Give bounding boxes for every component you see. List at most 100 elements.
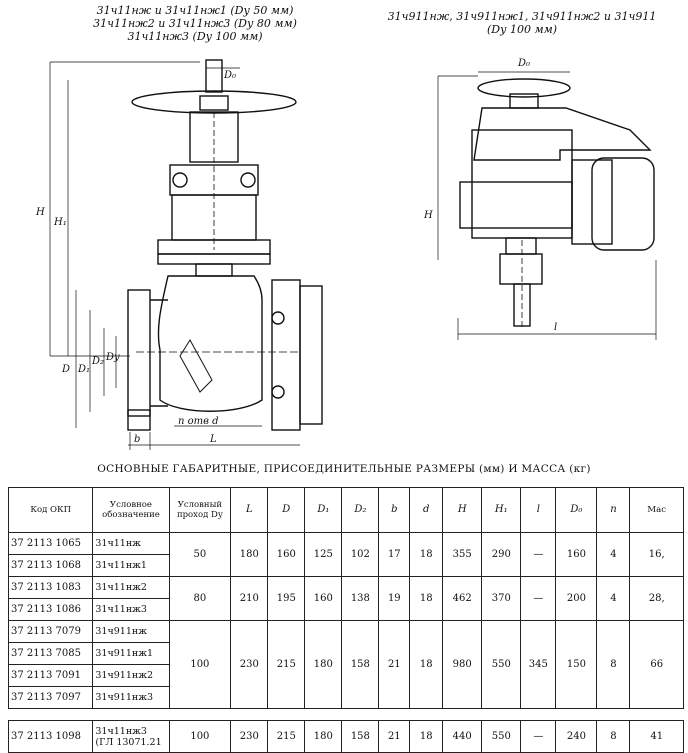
cell-D0: 150 xyxy=(555,620,598,709)
dim-label-D0: D₀ xyxy=(517,58,530,69)
header-D0: D₀ xyxy=(555,487,598,533)
table-row: 37 2113 7085 31ч911нж1 xyxy=(7,642,684,665)
cell-code: 37 2113 7091 xyxy=(7,664,94,687)
header-d: d xyxy=(409,487,444,533)
cell-H1: 550 xyxy=(481,720,522,753)
cell-mass: 41 xyxy=(629,720,684,753)
caption-line: (Dу 100 мм) xyxy=(486,23,557,36)
cell-code: 37 2113 1068 xyxy=(7,554,94,577)
header-D1: D₁ xyxy=(304,487,343,533)
table-row: 37 2113 1065 31ч11нж 50 180 160 125 102 … xyxy=(7,532,684,577)
cell-mass: 28, xyxy=(629,576,684,621)
designation-line: 31ч11нж3 xyxy=(95,725,147,737)
cell-D: 215 xyxy=(267,720,306,753)
cell-L: 230 xyxy=(230,720,269,753)
header-D2: D₂ xyxy=(341,487,380,533)
cell-designation: 31ч11нж xyxy=(92,532,170,555)
cell-b: 19 xyxy=(378,576,411,621)
caption-line: 31ч11нж3 (Dу 100 мм) xyxy=(127,30,263,43)
cell-D0: 160 xyxy=(555,532,598,577)
header-n: n xyxy=(596,487,631,533)
header-bore: Условный проход Dу xyxy=(168,487,232,533)
dim-label-D: D xyxy=(61,364,70,375)
dim-label-D0: D₀ xyxy=(223,70,236,81)
cell-L: 210 xyxy=(230,576,269,621)
cell-b: 21 xyxy=(378,720,411,753)
cell-d: 18 xyxy=(409,576,444,621)
cell-mass: 16, xyxy=(629,532,684,577)
dim-label-H: H xyxy=(35,207,45,218)
caption-line: 31ч11нж и 31ч11нж1 (Dу 50 мм) xyxy=(96,4,294,17)
table-row: 37 2113 1098 31ч11нж3 (ГЛ 13071.21 100 2… xyxy=(7,720,684,753)
cell-H: 440 xyxy=(442,720,483,753)
cell-designation: 31ч911нж2 xyxy=(92,664,170,687)
cell-bore: 100 xyxy=(168,620,232,709)
table-spacer-row xyxy=(8,708,684,721)
cell-D2: 158 xyxy=(341,620,380,709)
dim-label-D2: D₂ xyxy=(91,356,104,367)
cell-bore: 100 xyxy=(168,720,232,753)
left-drawing-caption: 31ч11нж и 31ч11нж1 (Dу 50 мм) 31ч11нж2 и… xyxy=(40,4,350,43)
cell-designation: 31ч11нж2 xyxy=(92,576,170,599)
cell-d: 18 xyxy=(409,720,444,753)
cell-D1: 125 xyxy=(304,532,343,577)
cell-d: 18 xyxy=(409,532,444,577)
cell-mass: 66 xyxy=(629,620,684,709)
cell-D2: 138 xyxy=(341,576,380,621)
cell-code: 37 2113 1086 xyxy=(7,598,94,621)
cell-D2: 158 xyxy=(341,720,380,753)
cell-code: 37 2113 7085 xyxy=(7,642,94,665)
cell-D0: 240 xyxy=(555,720,598,753)
header-D: D xyxy=(267,487,306,533)
cell-d: 18 xyxy=(409,620,444,709)
cell-l: — xyxy=(520,576,557,621)
cell-designation: 31ч911нж3 xyxy=(92,686,170,709)
gate-valve-drawing: D₀ H H₁ D D₁ D₂ Dу b L n отв d xyxy=(35,59,323,450)
cell-designation: 31ч11нж1 xyxy=(92,554,170,577)
cell-D0: 200 xyxy=(555,576,598,621)
header-L: L xyxy=(230,487,269,533)
cell-designation: 31ч11нж3 (ГЛ 13071.21 xyxy=(92,720,170,753)
cell-D2: 102 xyxy=(341,532,380,577)
cell-n: 8 xyxy=(596,720,631,753)
header-b: b xyxy=(378,487,411,533)
table-row: 37 2113 1068 31ч11нж1 xyxy=(7,554,684,577)
cell-D1: 180 xyxy=(304,720,343,753)
caption-line: 31ч11нж2 и 31ч11нж3 (Dу 80 мм) xyxy=(93,17,297,30)
cell-designation: 31ч911нж1 xyxy=(92,642,170,665)
caption-line: 31ч911нж, 31ч911нж1, 31ч911нж2 и 31ч911 xyxy=(387,10,657,23)
cell-code: 37 2113 1083 xyxy=(7,576,94,599)
header-mass: Мас xyxy=(629,487,684,533)
header-l: l xyxy=(520,487,557,533)
table-title: ОСНОВНЫЕ ГАБАРИТНЫЕ, ПРИСОЕДИНИТЕЛЬНЫЕ Р… xyxy=(97,463,591,475)
cell-D1: 160 xyxy=(304,576,343,621)
dim-label-H: H xyxy=(423,210,433,221)
cell-H1: 370 xyxy=(481,576,522,621)
dim-label-b: b xyxy=(134,434,140,445)
cell-code: 37 2113 7079 xyxy=(7,620,94,643)
cell-l: — xyxy=(520,532,557,577)
cell-D1: 180 xyxy=(304,620,343,709)
cell-H: 462 xyxy=(442,576,483,621)
cell-H: 980 xyxy=(442,620,483,709)
actuator-valve-drawing: D₀ H l xyxy=(423,58,657,340)
cell-n: 4 xyxy=(596,532,631,577)
table-header-row: Код ОКП Условное обозначение Условный пр… xyxy=(7,487,684,533)
cell-D: 215 xyxy=(267,620,306,709)
header-H1: H₁ xyxy=(481,487,522,533)
dimensions-table: Код ОКП Условное обозначение Условный пр… xyxy=(7,487,684,753)
cell-bore: 80 xyxy=(168,576,232,621)
dim-label-Dy: Dу xyxy=(105,352,120,363)
cell-b: 17 xyxy=(378,532,411,577)
cell-D: 195 xyxy=(267,576,306,621)
cell-l: — xyxy=(520,720,557,753)
header-designation: Условное обозначение xyxy=(92,487,170,533)
cell-n: 8 xyxy=(596,620,631,709)
right-drawing-caption: 31ч911нж, 31ч911нж1, 31ч911нж2 и 31ч911 … xyxy=(372,10,672,36)
dim-label-l: l xyxy=(554,322,557,333)
cell-designation: 31ч11нж3 xyxy=(92,598,170,621)
cell-L: 230 xyxy=(230,620,269,709)
cell-b: 21 xyxy=(378,620,411,709)
dim-label-L: L xyxy=(209,434,217,445)
cell-n: 4 xyxy=(596,576,631,621)
